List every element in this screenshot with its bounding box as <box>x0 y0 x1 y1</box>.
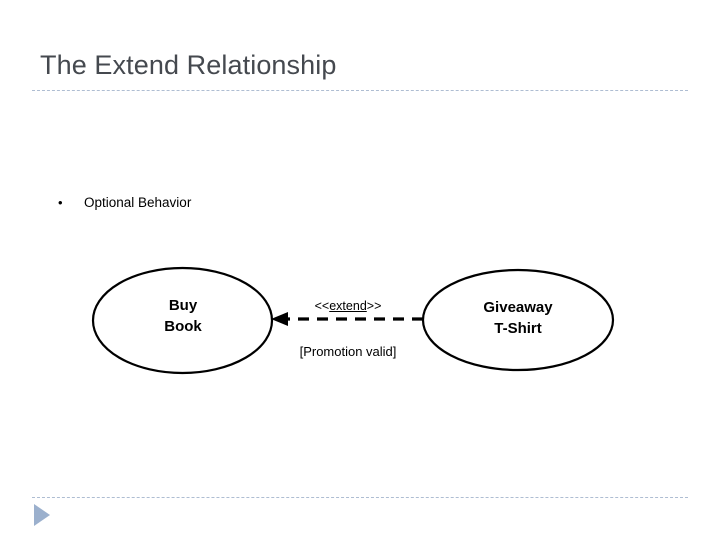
title-divider <box>32 90 688 91</box>
stereotype-close: >> <box>366 299 382 313</box>
use-case-label-buy-book: Buy Book <box>93 295 273 337</box>
bullet-text: Optional Behavior <box>84 195 192 210</box>
play-triangle-icon <box>34 504 50 526</box>
extend-condition-label: [Promotion valid] <box>299 344 397 359</box>
bullet-marker-icon: • <box>58 195 63 210</box>
page-title: The Extend Relationship <box>40 50 337 80</box>
stereotype-open: << <box>314 299 330 313</box>
extend-stereotype-label: <<extend>> <box>288 299 408 313</box>
use-case-label-line-2: Book <box>164 318 202 335</box>
stereotype-word: extend <box>329 299 367 313</box>
use-case-label-line-2: T-Shirt <box>494 320 542 337</box>
extend-arrowhead-icon <box>271 312 288 326</box>
use-case-label-giveaway-tshirt: Giveaway T-Shirt <box>423 297 613 339</box>
footer-divider <box>32 497 688 498</box>
use-case-label-line-1: Buy <box>168 297 198 314</box>
list-item: • Optional Behavior <box>58 194 191 212</box>
use-case-label-line-1: Giveaway <box>483 299 553 316</box>
